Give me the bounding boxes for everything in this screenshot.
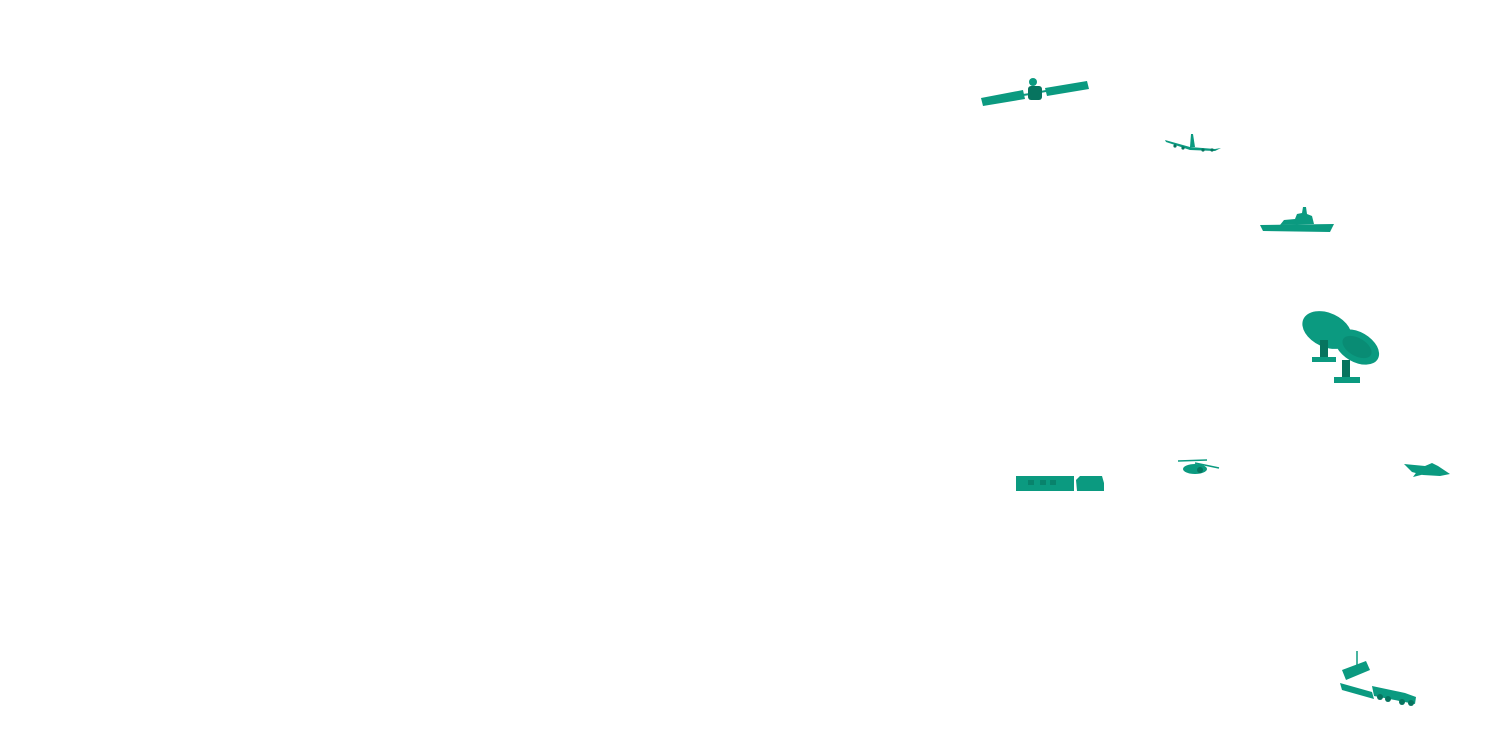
radar-dish-icon[interactable] [1296, 304, 1385, 383]
satellite-icon[interactable] [981, 78, 1089, 106]
missile-launcher-truck-icon[interactable] [1340, 651, 1416, 706]
fighter-jet-icon[interactable] [1404, 463, 1450, 477]
warship-icon[interactable] [1260, 207, 1334, 232]
helicopter-icon[interactable] [1177, 459, 1220, 474]
command-building-icon[interactable] [1016, 476, 1104, 491]
airliner-icon[interactable] [1165, 134, 1221, 152]
